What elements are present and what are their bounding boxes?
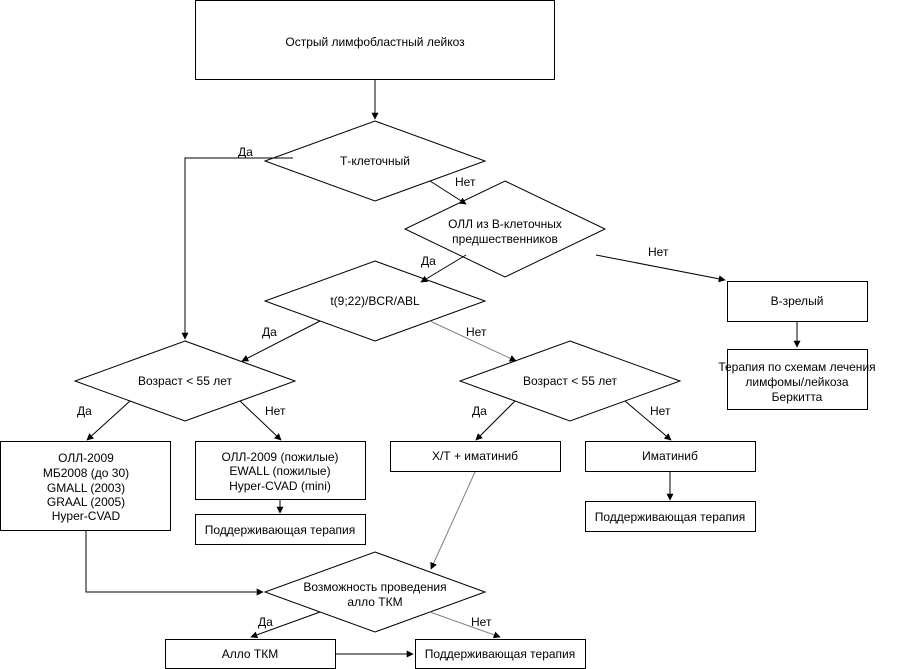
maint-imatinib-label: Поддерживающая терапия: [595, 510, 746, 524]
decision-t-cell: Т-клеточный: [263, 120, 487, 202]
decision-age-right-label: Возраст < 55 лет: [523, 374, 618, 388]
maint-elderly-label: Поддерживающая терапия: [205, 523, 356, 537]
node-burkitt-therapy: Терапия по схемам лечения лимфомы/лейкоз…: [718, 349, 876, 410]
node-protocols-elderly: ОЛЛ-2009 (пожилые) EWALL (пожилые) Hyper…: [195, 441, 366, 500]
edge-label-age-right-yes: Да: [472, 404, 487, 418]
node-protocols-young: ОЛЛ-2009 МБ2008 (до 30) GMALL (2003) GRA…: [0, 441, 171, 531]
decision-b-precursor-label-1: ОЛЛ из В-клеточных: [448, 217, 562, 231]
edge-ph-yes: [241, 320, 321, 362]
decision-age-left-label: Возраст < 55 лет: [138, 374, 233, 388]
node-b-mature-label: В-зрелый: [771, 294, 824, 308]
protocols-elderly-3: Hyper-CVAD (mini): [229, 479, 331, 493]
edge-age-left-no: [239, 400, 282, 441]
node-chemo-imatinib: Х/Т + иматиниб: [390, 441, 561, 472]
edge-label-allo-no: Нет: [471, 615, 492, 629]
edge-t-no: [429, 180, 467, 205]
node-imatinib: Иматиниб: [585, 441, 756, 472]
maint-final-label: Поддерживающая терапия: [425, 647, 576, 661]
edge-t-yes: [181, 157, 293, 340]
chemo-imatinib-label: Х/Т + иматиниб: [432, 449, 518, 463]
node-maint-elderly: Поддерживающая терапия: [195, 514, 366, 545]
edge-b-yes: [420, 254, 467, 283]
protocols-elderly-2: EWALL (пожилые): [229, 464, 330, 478]
edge-chemo-to-allo: [430, 471, 476, 570]
decision-ph-status: t(9;22)/BCR/ABL: [263, 260, 487, 342]
decision-age-left: Возраст < 55 лет: [73, 340, 297, 422]
edge-label-age-left-yes: Да: [77, 404, 92, 418]
decision-b-precursor: ОЛЛ из В-клеточных предшественников: [403, 180, 607, 278]
edge-label-ph-yes: Да: [262, 325, 277, 339]
edge-label-b-yes: Да: [421, 254, 436, 268]
edge-label-age-right-no: Нет: [650, 404, 671, 418]
node-burkitt-label-2: лимфомы/лейкоза: [745, 375, 849, 389]
edge-age-right-yes: [475, 400, 516, 441]
node-maint-final: Поддерживающая терапия: [415, 639, 586, 669]
edge-age-right-no: [624, 400, 672, 441]
imatinib-label: Иматиниб: [642, 449, 698, 463]
edge-label-age-left-no: Нет: [265, 404, 286, 418]
protocols-young-5: Hyper-CVAD: [52, 509, 121, 523]
decision-ph-status-label: t(9;22)/BCR/ABL: [330, 294, 420, 308]
decision-t-cell-label: Т-клеточный: [340, 154, 410, 168]
protocols-elderly-1: ОЛЛ-2009 (пожилые): [221, 450, 338, 464]
edge-label-allo-yes: Да: [258, 615, 273, 629]
edge-label-b-no: Нет: [648, 245, 669, 259]
edge-ph-no: [429, 320, 517, 362]
edge-label-t-no: Нет: [455, 175, 476, 189]
allo-tkm-label: Алло ТКМ: [222, 647, 278, 661]
edge-b-no: [595, 254, 726, 283]
protocols-young-3: GMALL (2003): [47, 481, 125, 495]
node-all-label: Острый лимфобластный лейкоз: [285, 35, 465, 49]
protocols-young-1: ОЛЛ-2009: [58, 451, 114, 465]
protocols-young-4: GRAAL (2005): [47, 495, 125, 509]
node-burkitt-label-1: Терапия по схемам лечения: [718, 360, 875, 374]
edge-allo-no: [429, 611, 501, 639]
edge-young-to-allo: [85, 531, 264, 596]
protocols-young-2: МБ2008 (до 30): [43, 466, 129, 480]
node-maint-imatinib: Поддерживающая терапия: [585, 501, 756, 532]
decision-age-right: Возраст < 55 лет: [458, 340, 682, 422]
edge-age-left-yes: [86, 400, 131, 441]
node-allo-tkm: Алло ТКМ: [165, 639, 336, 669]
edge-label-t-yes: Да: [238, 145, 253, 159]
decision-allo-label-1: Возможность проведения: [303, 580, 446, 594]
decision-allo-label-2: алло ТКМ: [347, 595, 402, 609]
node-burkitt-label-3: Беркитта: [772, 390, 823, 404]
edge-label-ph-no: Нет: [466, 325, 487, 339]
decision-b-precursor-label-2: предшественников: [452, 232, 558, 246]
node-b-mature: В-зрелый: [727, 281, 868, 322]
edge-allo-yes: [250, 611, 321, 639]
node-all: Острый лимфобластный лейкоз: [195, 0, 555, 80]
